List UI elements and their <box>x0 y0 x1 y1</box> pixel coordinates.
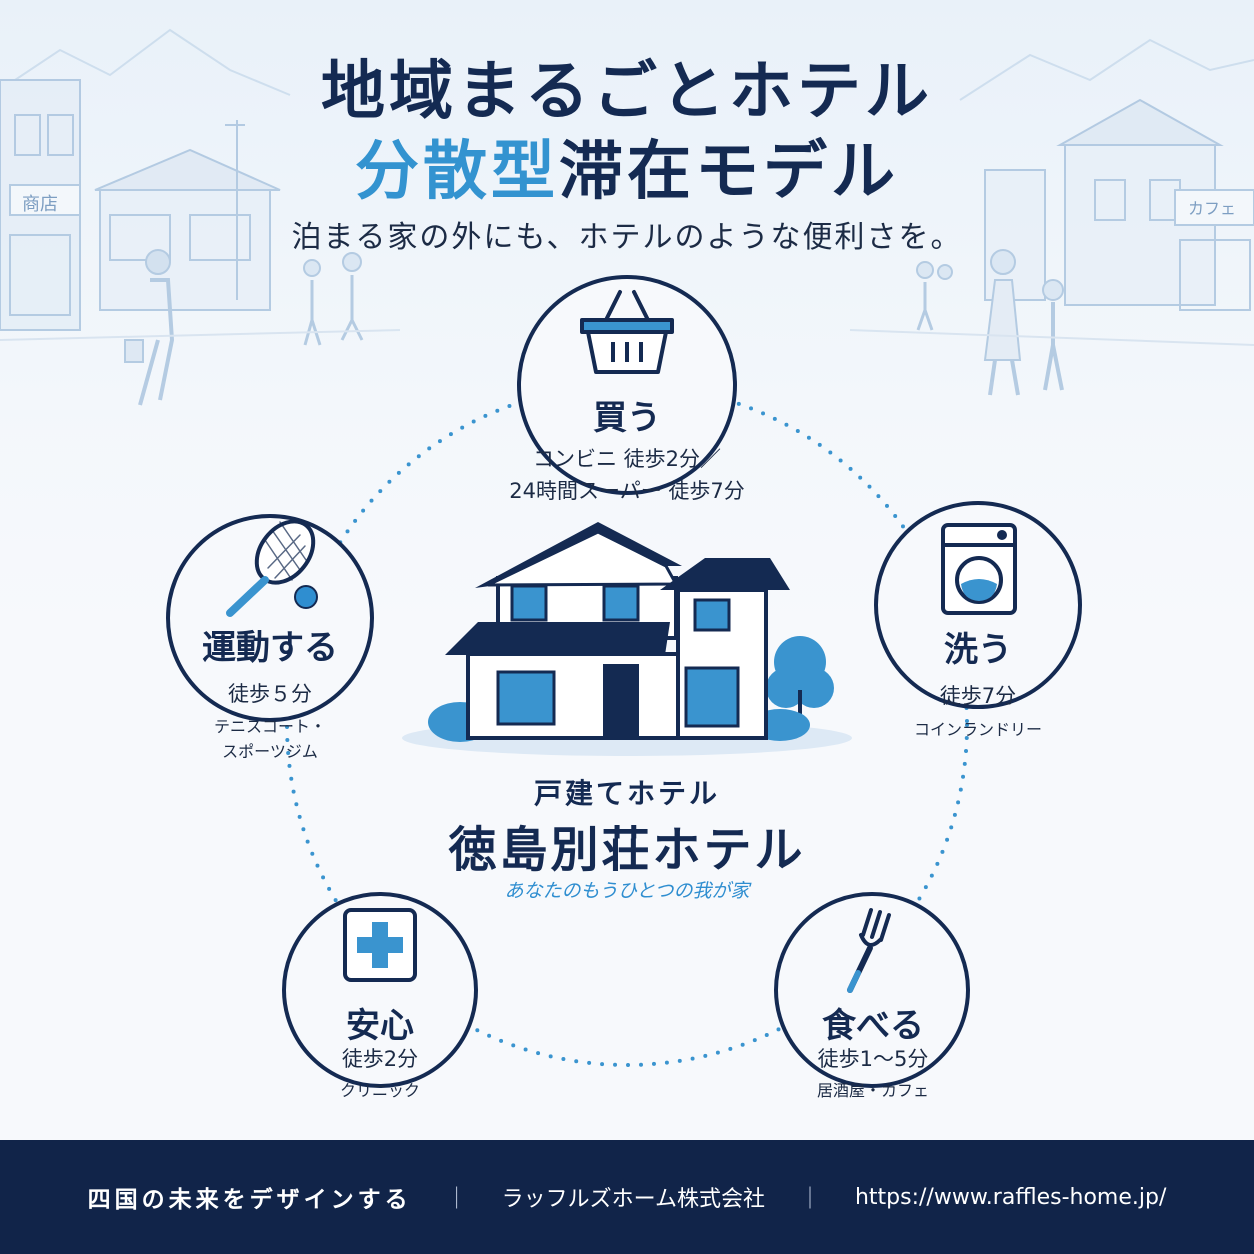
wash-line-1: 徒歩7分 <box>939 684 1017 708</box>
main-title-line-1: 地域まるごとホテル <box>321 55 933 129</box>
sport-line-2: テニスコート・ <box>213 717 326 736</box>
footer-slogan: 四国の未来をデザインする <box>87 1187 412 1213</box>
footer-company: ラッフルズホーム株式会社 <box>501 1187 765 1212</box>
buy-line-2: 24時間スーパー 徒歩7分 <box>509 479 745 503</box>
sport-line-3: スポーツジム <box>222 742 318 761</box>
footer-url-link[interactable]: https://www.raffles-home.jp/ <box>854 1184 1167 1210</box>
shop-sign-left: 商店 <box>22 194 58 215</box>
safe-title: 安心 <box>346 1006 414 1046</box>
house-illustration <box>402 522 852 756</box>
hotel-tagline: あなたのもうひとつの我が家 <box>504 880 750 902</box>
washing-machine-icon <box>941 523 1017 615</box>
eat-circle <box>774 892 970 1088</box>
eat-title: 食べる <box>822 1006 924 1046</box>
wash-title: 洗う <box>944 630 1012 670</box>
sport-line-1: 徒歩５分 <box>228 682 312 706</box>
town-background-illustration: 商店 カフェ <box>0 28 1254 406</box>
footer-separator: ｜ <box>445 1187 468 1212</box>
title-rest-text: 滞在モデル <box>559 135 899 209</box>
safe-line-1: 徒歩2分 <box>341 1047 419 1071</box>
safe-circle <box>282 892 478 1088</box>
medical-cross-icon <box>343 908 417 982</box>
footer-bar: 四国の未来をデザインする ｜ ラッフルズホーム株式会社 ｜ https://ww… <box>0 1140 1254 1254</box>
hotel-type-label: 戸建てホテル <box>533 777 720 810</box>
sport-circle <box>166 514 374 722</box>
sport-title: 運動する <box>202 628 338 668</box>
buy-title: 買う <box>593 398 661 438</box>
subtitle: 泊まる家の外にも、ホテルのような便利さを。 <box>291 220 963 255</box>
shop-sign-right: カフェ <box>1188 199 1236 218</box>
safe-line-2: クリニック <box>339 1081 420 1100</box>
hotel-name: 徳島別荘ホテル <box>448 822 806 878</box>
shopping-basket-icon <box>580 290 674 374</box>
buy-circle <box>517 275 737 495</box>
eat-line-2: 居酒屋・カフェ <box>816 1081 929 1100</box>
buy-line-1: コンビニ 徒歩2分／ <box>532 447 722 471</box>
tennis-racket-icon <box>226 519 318 617</box>
title-accent-text: 分散型 <box>355 135 559 209</box>
footer-separator: ｜ <box>798 1187 821 1212</box>
wash-line-2: コインランドリー <box>913 720 1042 739</box>
fork-icon <box>847 908 891 993</box>
eat-line-1: 徒歩1〜5分 <box>817 1047 929 1071</box>
main-title-line-2: 分散型滞在モデル <box>0 120 1254 212</box>
